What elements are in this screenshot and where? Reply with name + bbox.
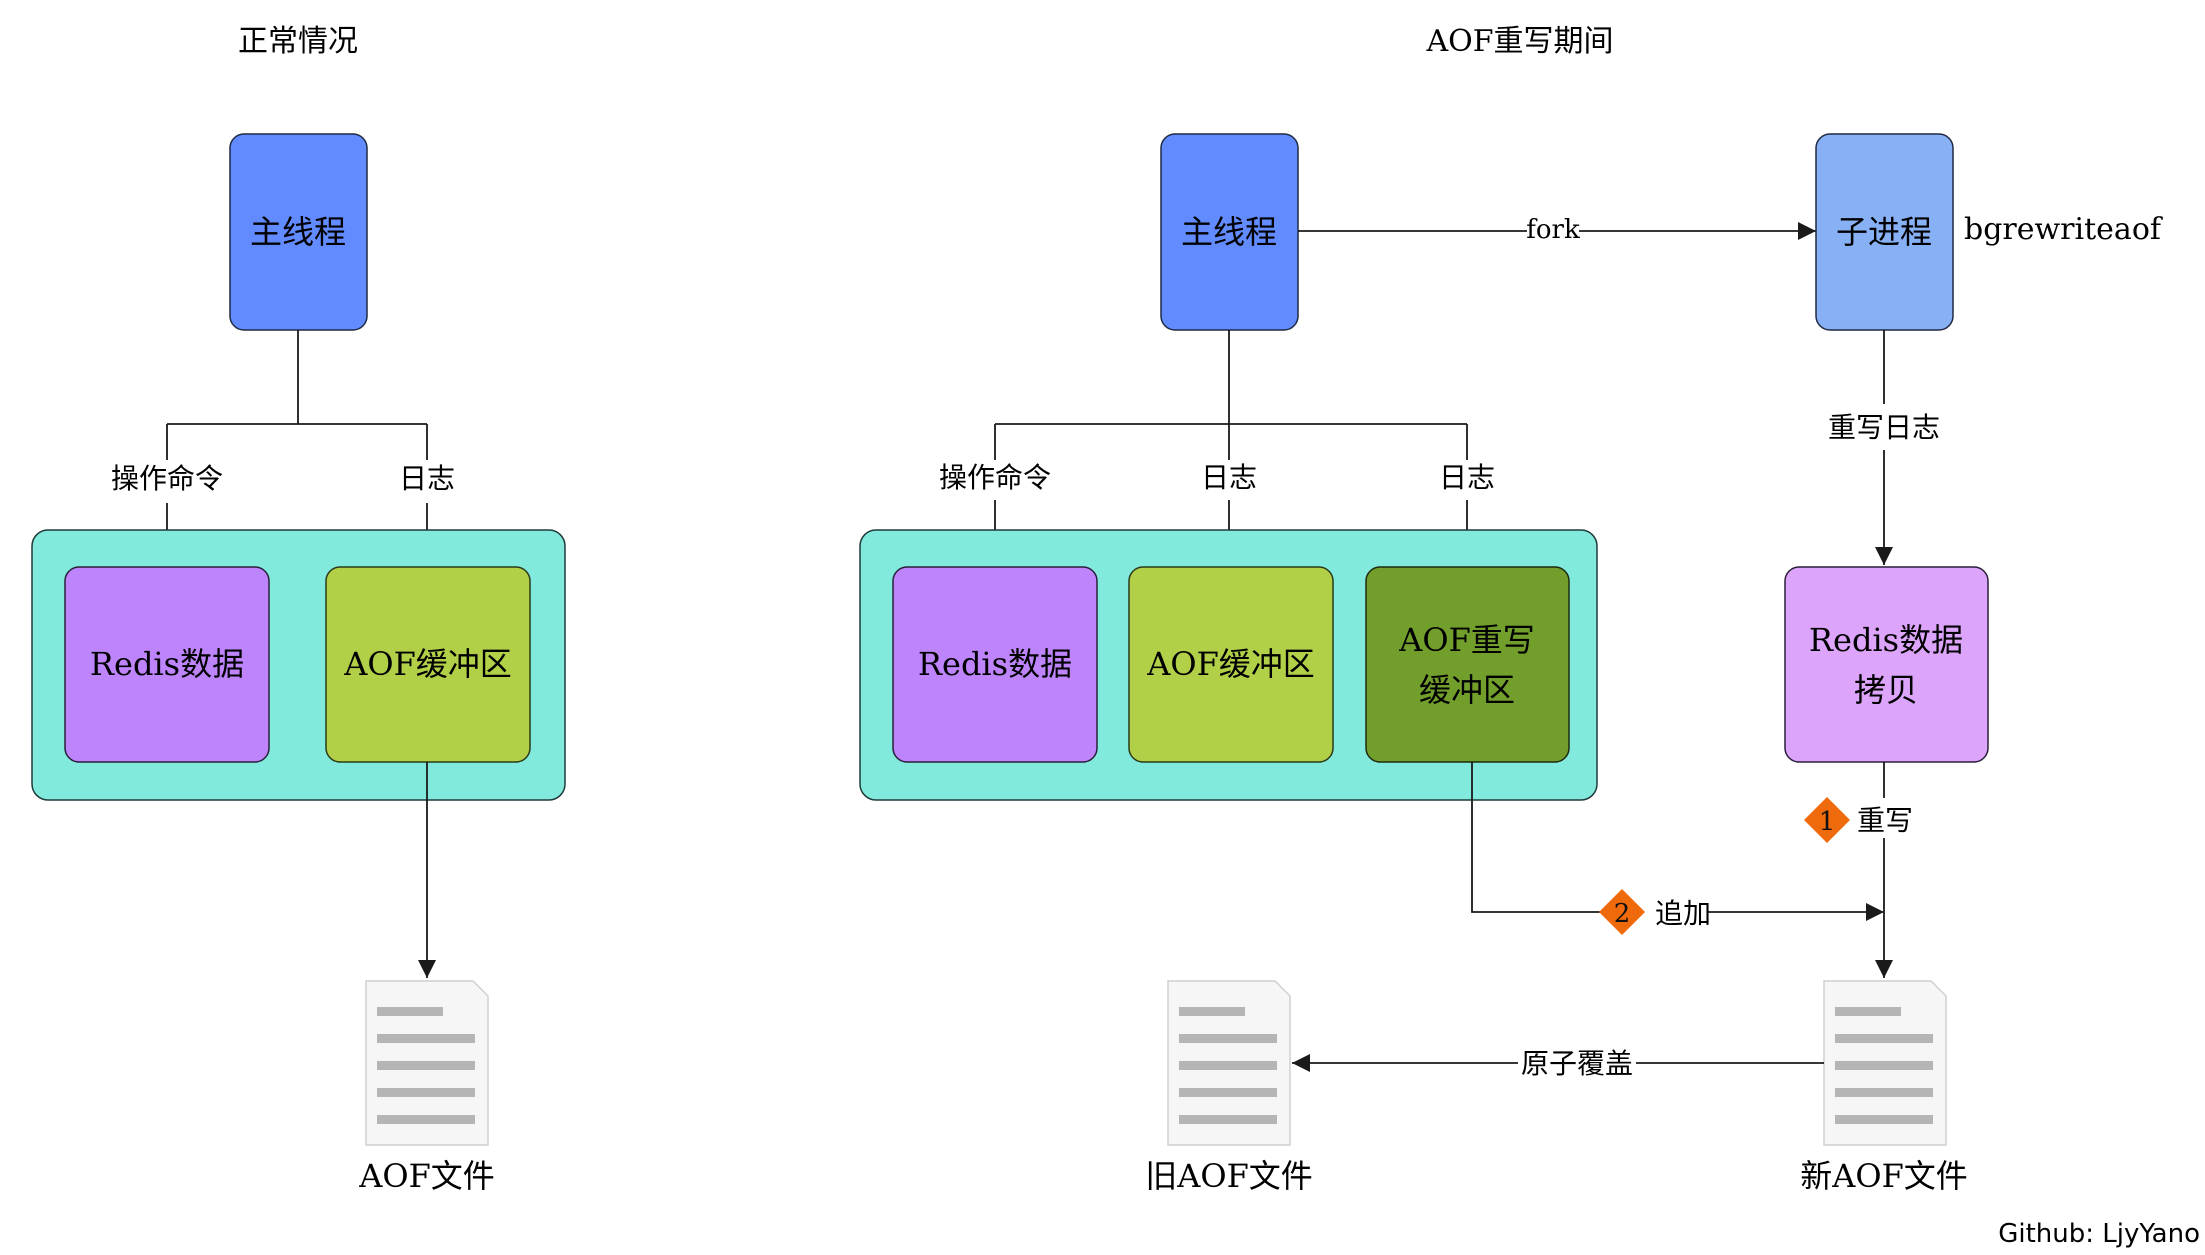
right-edge-label-log1: 日志 bbox=[1201, 461, 1257, 494]
rewrite-buffer-node bbox=[1365, 566, 1570, 763]
old-aof-file-icon bbox=[1167, 980, 1291, 1146]
right-edge-label-cmd: 操作命令 bbox=[939, 461, 1051, 494]
right-title: AOF重写期间 bbox=[1425, 24, 1613, 59]
step1-marker: 1 bbox=[1804, 797, 1850, 843]
new-aof-file-icon bbox=[1823, 980, 1947, 1146]
append-arrow bbox=[1471, 762, 1884, 921]
child-process-label: 子进程 bbox=[1836, 213, 1932, 251]
redis-copy-label-2: 拷贝 bbox=[1854, 671, 1918, 709]
redis-copy-node bbox=[1784, 566, 1989, 763]
left-aof-buffer-label: AOF缓冲区 bbox=[343, 645, 512, 683]
svg-text:2: 2 bbox=[1614, 899, 1631, 929]
left-title: 正常情况 bbox=[238, 24, 358, 59]
fork-label: fork bbox=[1526, 215, 1580, 245]
rewrite-buffer-label-2: 缓冲区 bbox=[1419, 671, 1515, 709]
rewrite-buffer-label-1: AOF重写 bbox=[1398, 621, 1535, 659]
left-redis-data-label: Redis数据 bbox=[90, 645, 244, 683]
right-aof-buffer-node bbox=[1128, 566, 1334, 763]
old-aof-file-label: 旧AOF文件 bbox=[1145, 1157, 1313, 1195]
right-redis-data-node bbox=[892, 566, 1098, 763]
step1-label: 重写 bbox=[1857, 804, 1913, 837]
left-redis-data-node bbox=[64, 566, 270, 763]
step2-marker: 2 bbox=[1599, 889, 1645, 935]
right-redis-data-label: Redis数据 bbox=[918, 645, 1072, 683]
step2-label: 追加 bbox=[1655, 897, 1711, 930]
left-aof-file-icon bbox=[365, 980, 489, 1146]
left-edge-label-cmd: 操作命令 bbox=[111, 462, 223, 495]
left-edge-label-log: 日志 bbox=[399, 462, 455, 495]
github-credit: Github: LjyYano bbox=[1998, 1219, 2200, 1249]
left-aof-file-label: AOF文件 bbox=[358, 1157, 495, 1195]
right-main-thread-label: 主线程 bbox=[1181, 213, 1277, 251]
right-edge-label-log2: 日志 bbox=[1439, 461, 1495, 494]
right-split-connector bbox=[994, 330, 1468, 460]
svg-text:1: 1 bbox=[1819, 807, 1836, 837]
left-aof-buffer-node bbox=[325, 566, 531, 763]
redis-copy-label-1: Redis数据 bbox=[1809, 621, 1963, 659]
left-split-connector bbox=[166, 330, 428, 460]
overwrite-label: 原子覆盖 bbox=[1521, 1047, 1633, 1080]
new-aof-file-label: 新AOF文件 bbox=[1800, 1157, 1968, 1195]
rewrite-log-label: 重写日志 bbox=[1828, 411, 1940, 444]
right-aof-buffer-label: AOF缓冲区 bbox=[1146, 645, 1315, 683]
left-main-thread-label: 主线程 bbox=[250, 213, 346, 251]
bgrewriteaof-label: bgrewriteaof bbox=[1964, 212, 2163, 247]
